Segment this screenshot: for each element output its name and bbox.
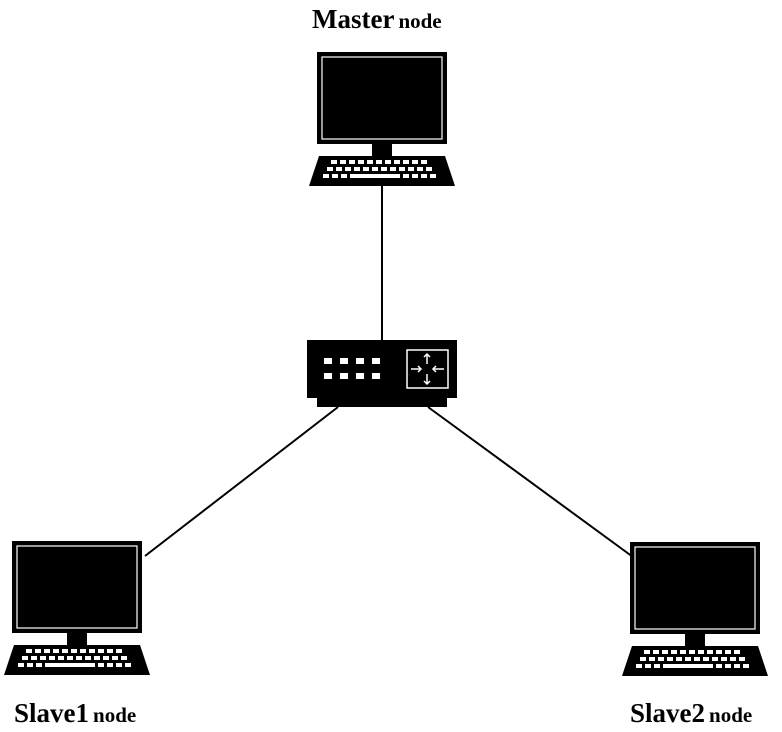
slave1-node-name: Slave1 — [14, 698, 90, 728]
slave1-node-label: Slave1 node — [14, 700, 136, 727]
slave2-node-suffix: node — [709, 703, 753, 727]
slave2-computer-icon — [621, 541, 769, 677]
link-switch-slave2 — [427, 406, 634, 558]
slave2-node-name: Slave2 — [630, 698, 706, 728]
slave1-computer-icon — [3, 540, 151, 676]
master-node-label: Master node — [312, 6, 442, 33]
link-switch-slave1 — [144, 406, 339, 557]
slave1-node-suffix: node — [93, 703, 137, 727]
master-node-name: Master — [312, 4, 395, 34]
master-node-suffix: node — [398, 9, 442, 33]
network-switch-icon — [307, 340, 457, 407]
master-computer-icon — [308, 51, 456, 187]
slave2-node-label: Slave2 node — [630, 700, 752, 727]
